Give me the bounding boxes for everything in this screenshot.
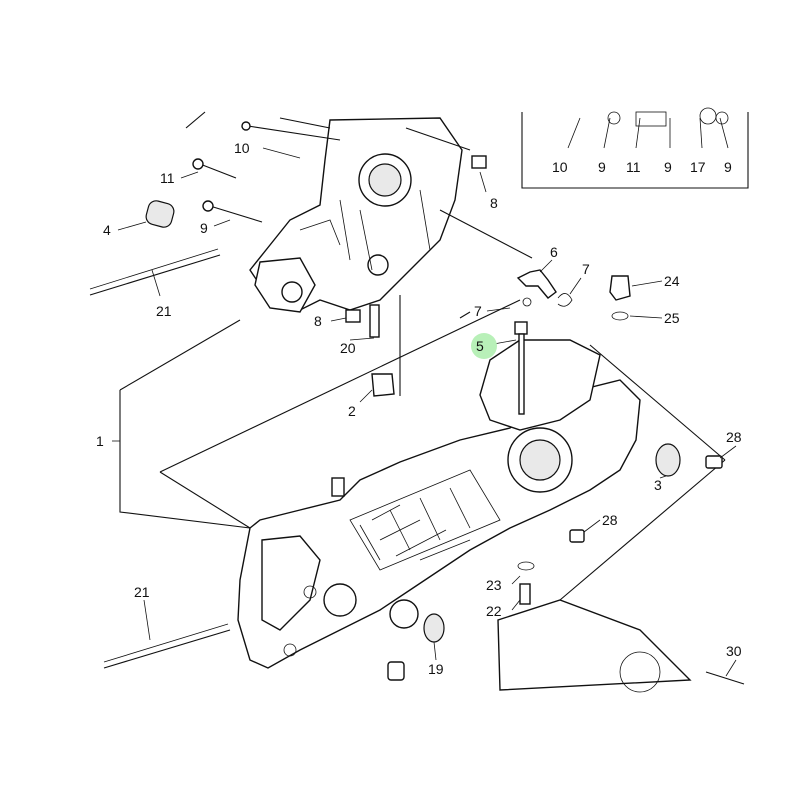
callout-19: 19 (428, 661, 444, 677)
callout-6: 6 (550, 244, 558, 260)
callout-1: 1 (96, 433, 104, 449)
callout-28b: 28 (602, 512, 618, 528)
lower-crankcase (237, 339, 641, 669)
callout-24: 24 (664, 273, 680, 289)
inset-label-5: 9 (724, 159, 732, 175)
callout-28a: 28 (726, 429, 742, 445)
inset-label-3: 9 (664, 159, 672, 175)
callout-2: 2 (348, 403, 356, 419)
callout-3: 3 (654, 477, 662, 493)
assembly-outline (119, 111, 726, 601)
inset-label-2: 11 (626, 159, 641, 175)
callout-21b: 21 (134, 584, 150, 600)
callout-22: 22 (486, 603, 502, 619)
inset-label-0: 10 (552, 159, 568, 175)
inset-label-4: 17 (690, 159, 706, 175)
inset-label-1: 9 (598, 159, 606, 175)
callout-25: 25 (664, 310, 680, 326)
callout-5: 5 (476, 338, 484, 354)
inset-box: 10 9 11 9 17 9 (521, 107, 749, 189)
callout-11a: 11 (160, 170, 175, 186)
callout-5-highlight (471, 333, 497, 359)
upper-crankcase (249, 117, 463, 313)
callout-4: 4 (103, 222, 111, 238)
small-parts-right (103, 269, 745, 693)
callout-21a: 21 (156, 303, 172, 319)
callout-20: 20 (340, 340, 356, 356)
callout-10a: 10 (234, 140, 250, 156)
callout-9a: 9 (200, 220, 208, 236)
fasteners-top (89, 117, 487, 397)
callout-7a: 7 (582, 261, 590, 277)
callout-7b: 7 (474, 303, 482, 319)
callout-labels: 10 11 4 9 21 8 8 20 2 1 6 7 7 5 24 25 28… (96, 140, 742, 677)
callout-30: 30 (726, 643, 742, 659)
callout-8b: 8 (314, 313, 322, 329)
callout-8a: 8 (490, 195, 498, 211)
leader-lines (112, 147, 737, 677)
callout-23: 23 (486, 577, 502, 593)
